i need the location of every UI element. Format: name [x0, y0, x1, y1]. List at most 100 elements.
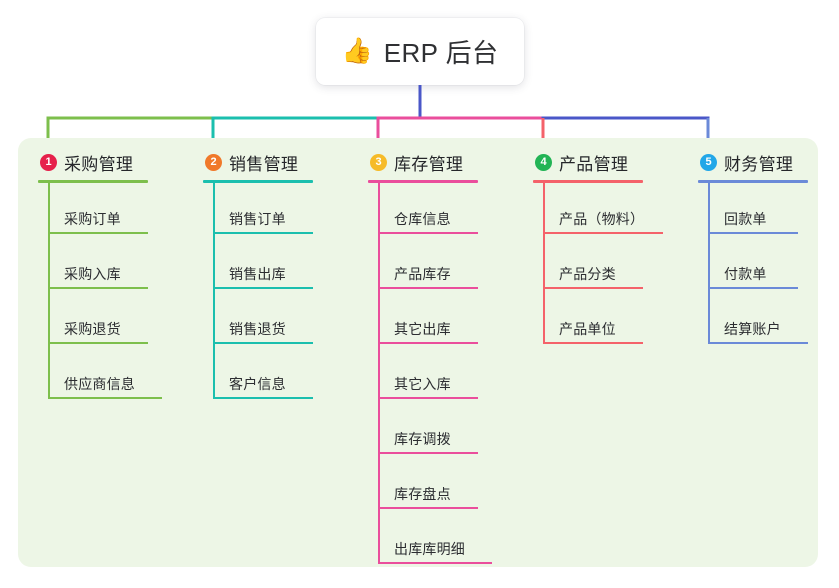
leaf-item[interactable]: 付款单 — [710, 238, 808, 293]
leaf-item[interactable]: 库存调拨 — [380, 403, 478, 458]
leaf-item-label: 回款单 — [724, 211, 767, 227]
leaf-item-rule — [50, 342, 148, 344]
branch-title: 库存管理 — [394, 154, 464, 174]
leaf-item-rule — [50, 397, 162, 399]
thumbs-up-icon: 👍 — [341, 37, 373, 65]
branch-column-1: 1 采购管理采购订单采购入库采购退货供应商信息 — [38, 148, 162, 403]
leaf-item-rule — [710, 287, 798, 289]
branch-header-rule — [38, 180, 148, 183]
branch-leaf-list: 采购订单采购入库采购退货供应商信息 — [38, 183, 162, 403]
branch-number-badge: 3 — [370, 153, 387, 171]
leaf-item[interactable]: 其它出库 — [380, 293, 478, 348]
leaf-item[interactable]: 产品（物料） — [545, 183, 663, 238]
root-node-card[interactable]: 👍 ERP 后台 — [316, 18, 524, 85]
branch-number-badge: 1 — [40, 153, 57, 171]
branch-title: 采购管理 — [64, 154, 134, 174]
leaf-item-rule — [710, 342, 808, 344]
leaf-item-label: 其它出库 — [394, 321, 451, 337]
branch-number-badge: 5 — [700, 153, 717, 171]
branch-header-5[interactable]: 5 财务管理 — [698, 148, 808, 176]
branch-header-4[interactable]: 4 产品管理 — [533, 148, 643, 176]
leaf-item[interactable]: 销售退货 — [215, 293, 313, 348]
branch-spine — [543, 183, 545, 344]
branches-panel — [18, 138, 818, 567]
leaf-item-rule — [380, 287, 478, 289]
leaf-item[interactable]: 销售出库 — [215, 238, 313, 293]
branch-header-rule — [533, 180, 643, 183]
leaf-item-rule — [50, 232, 148, 234]
branch-header-3[interactable]: 3 库存管理 — [368, 148, 478, 176]
branch-leaf-list: 回款单付款单结算账户 — [698, 183, 808, 348]
root-title: ERP 后台 — [383, 38, 499, 68]
leaf-item-label: 销售退货 — [229, 321, 286, 337]
branch-spine — [213, 183, 215, 399]
leaf-item-rule — [215, 232, 313, 234]
branch-header-rule — [203, 180, 313, 183]
leaf-item[interactable]: 销售订单 — [215, 183, 313, 238]
branch-header-2[interactable]: 2 销售管理 — [203, 148, 313, 176]
leaf-item[interactable]: 仓库信息 — [380, 183, 478, 238]
leaf-item[interactable]: 回款单 — [710, 183, 808, 238]
leaf-item-rule — [545, 342, 643, 344]
leaf-item[interactable]: 客户信息 — [215, 348, 313, 403]
leaf-item-label: 供应商信息 — [64, 376, 135, 392]
branch-leaf-list: 销售订单销售出库销售退货客户信息 — [203, 183, 313, 403]
leaf-item-label: 采购订单 — [64, 211, 121, 227]
leaf-item[interactable]: 结算账户 — [710, 293, 808, 348]
leaf-item[interactable]: 采购退货 — [50, 293, 148, 348]
leaf-item-rule — [380, 397, 478, 399]
leaf-item-rule — [215, 397, 313, 399]
branch-column-4: 4 产品管理产品（物料） 产品分类产品单位 — [533, 148, 663, 348]
leaf-item-rule — [215, 342, 313, 344]
leaf-item-label: 销售出库 — [229, 266, 286, 282]
branch-title: 产品管理 — [559, 154, 629, 174]
branch-column-2: 2 销售管理销售订单销售出库销售退货客户信息 — [203, 148, 313, 403]
leaf-item-label: 产品库存 — [394, 266, 451, 282]
leaf-item[interactable]: 产品单位 — [545, 293, 643, 348]
leaf-item-label: 产品（物料） — [559, 211, 645, 227]
branch-leaf-list: 产品（物料） 产品分类产品单位 — [533, 183, 663, 348]
branch-title: 销售管理 — [229, 154, 299, 174]
leaf-item-rule — [545, 287, 643, 289]
leaf-item-label: 结算账户 — [724, 321, 781, 337]
leaf-item-rule — [380, 562, 492, 564]
leaf-item-label: 采购退货 — [64, 321, 121, 337]
leaf-item-rule — [380, 342, 478, 344]
branch-title: 财务管理 — [724, 154, 794, 174]
branch-spine — [378, 183, 380, 564]
leaf-item-label: 库存盘点 — [394, 486, 451, 502]
leaf-item[interactable]: 产品库存 — [380, 238, 478, 293]
leaf-item[interactable]: 采购订单 — [50, 183, 148, 238]
branch-number-badge: 2 — [205, 153, 222, 171]
branch-column-3: 3 库存管理仓库信息产品库存其它出库其它入库库存调拨库存盘点出库库明细 — [368, 148, 492, 568]
root-node-content: 👍 ERP 后台 — [342, 33, 499, 70]
branch-column-5: 5 财务管理回款单付款单结算账户 — [698, 148, 808, 348]
leaf-item[interactable]: 出库库明细 — [380, 513, 492, 568]
leaf-item-label: 库存调拨 — [394, 431, 451, 447]
leaf-item-label: 产品分类 — [559, 266, 616, 282]
leaf-item-rule — [380, 232, 478, 234]
branch-spine — [48, 183, 50, 399]
leaf-item-rule — [380, 452, 478, 454]
leaf-item-rule — [545, 232, 663, 234]
leaf-item[interactable]: 产品分类 — [545, 238, 643, 293]
branch-header-1[interactable]: 1 采购管理 — [38, 148, 148, 176]
leaf-item-label: 产品单位 — [559, 321, 616, 337]
leaf-item[interactable]: 库存盘点 — [380, 458, 478, 513]
leaf-item[interactable]: 其它入库 — [380, 348, 478, 403]
leaf-item-rule — [50, 287, 148, 289]
leaf-item[interactable]: 供应商信息 — [50, 348, 162, 403]
leaf-item-label: 仓库信息 — [394, 211, 451, 227]
leaf-item[interactable]: 采购入库 — [50, 238, 148, 293]
leaf-item-rule — [380, 507, 478, 509]
leaf-item-label: 其它入库 — [394, 376, 451, 392]
leaf-item-label: 采购入库 — [64, 266, 121, 282]
leaf-item-rule — [215, 287, 313, 289]
branch-number-badge: 4 — [535, 153, 552, 171]
branch-header-rule — [698, 180, 808, 183]
branch-leaf-list: 仓库信息产品库存其它出库其它入库库存调拨库存盘点出库库明细 — [368, 183, 492, 568]
leaf-item-label: 销售订单 — [229, 211, 286, 227]
leaf-item-label: 出库库明细 — [394, 541, 465, 557]
leaf-item-label: 付款单 — [724, 266, 767, 282]
